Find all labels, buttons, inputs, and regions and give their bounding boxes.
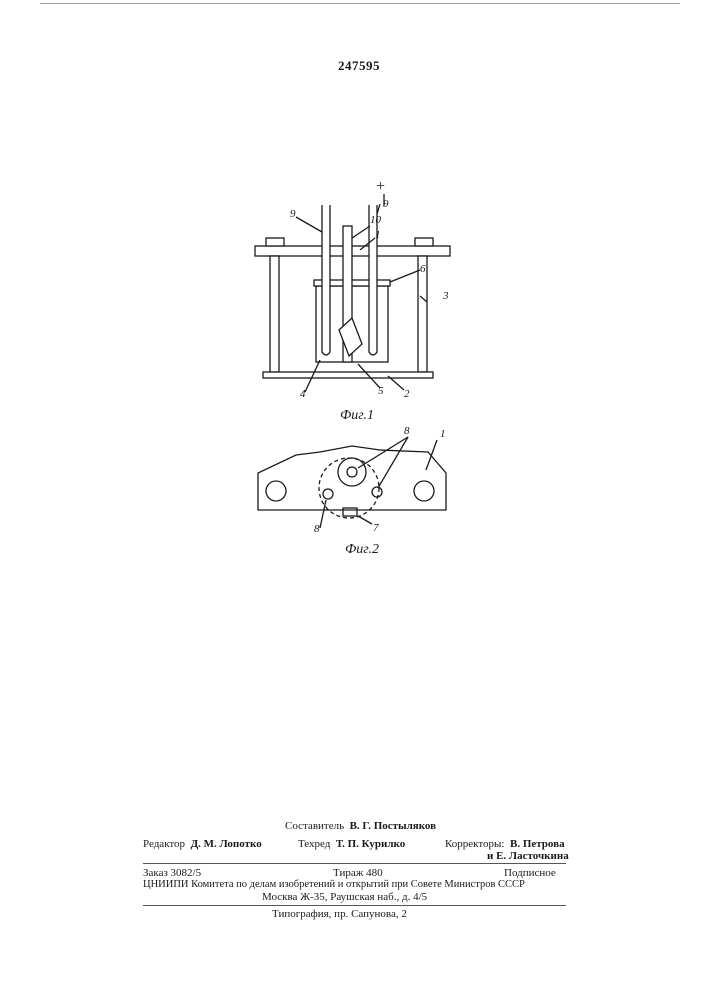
techred-label: Техред bbox=[298, 838, 330, 850]
org-line: ЦНИИПИ Комитета по делам изобретений и о… bbox=[143, 879, 525, 891]
address-line: Москва Ж-35, Раушская наб., д. 4/5 bbox=[262, 891, 427, 903]
printer-line: Типография, пр. Сапунова, 2 bbox=[272, 908, 407, 920]
circulation: Тираж 480 bbox=[333, 867, 383, 879]
corrector-1: В. Петрова bbox=[510, 838, 565, 850]
label-7: 7 bbox=[373, 522, 379, 534]
left-bolt-head bbox=[266, 238, 284, 246]
corrector-2: и Е. Ласточкина bbox=[487, 850, 569, 862]
plus-sign: + bbox=[376, 178, 385, 196]
label-2: 2 bbox=[404, 388, 410, 400]
right-bolt-head bbox=[415, 238, 433, 246]
techred-name: Т. П. Курилко bbox=[336, 838, 405, 850]
right-electrode bbox=[369, 205, 377, 355]
imprint-rule-bottom bbox=[143, 905, 566, 906]
order-number: Заказ 3082/5 bbox=[143, 867, 201, 879]
correctors-line: Корректоры: В. Петрова bbox=[445, 838, 565, 850]
compiler-name: В. Г. Постыляков bbox=[350, 820, 437, 832]
plate-outline bbox=[258, 446, 446, 510]
figure-2-group bbox=[258, 437, 446, 528]
corrector-2-line: и Е. Ласточкина bbox=[487, 850, 569, 862]
figure-2-caption: Фиг.2 bbox=[345, 542, 379, 558]
label-9-right: 9 bbox=[383, 198, 389, 210]
label-9-left: 9 bbox=[290, 208, 296, 220]
label-5: 5 bbox=[378, 385, 384, 397]
correctors-label: Корректоры: bbox=[445, 838, 504, 850]
figure-1-caption: Фиг.1 bbox=[340, 408, 374, 424]
label-6: 6 bbox=[420, 263, 426, 275]
left-post bbox=[270, 256, 279, 372]
label-3: 3 bbox=[443, 290, 449, 302]
editor-name: Д. М. Лопотко bbox=[191, 838, 262, 850]
left-electrode bbox=[322, 205, 330, 355]
label-1-fig1: 1 bbox=[375, 229, 381, 241]
compiler-label: Составитель bbox=[285, 820, 344, 832]
figure-1-drawing bbox=[0, 0, 707, 560]
label-10: 10 bbox=[370, 214, 381, 226]
label-8-top: 8 bbox=[404, 425, 410, 437]
imprint-rule-top bbox=[143, 863, 566, 864]
editor-line: Редактор Д. М. Лопотко bbox=[143, 838, 262, 850]
subscription: Подписное bbox=[504, 867, 556, 879]
base-plate bbox=[263, 372, 433, 378]
editor-label: Редактор bbox=[143, 838, 185, 850]
label-1-fig2: 1 bbox=[440, 428, 446, 440]
compiler-line: Составитель В. Г. Постыляков bbox=[285, 820, 436, 832]
label-8-bottom: 8 bbox=[314, 523, 320, 535]
techred-line: Техред Т. П. Курилко bbox=[298, 838, 405, 850]
label-4: 4 bbox=[300, 388, 306, 400]
